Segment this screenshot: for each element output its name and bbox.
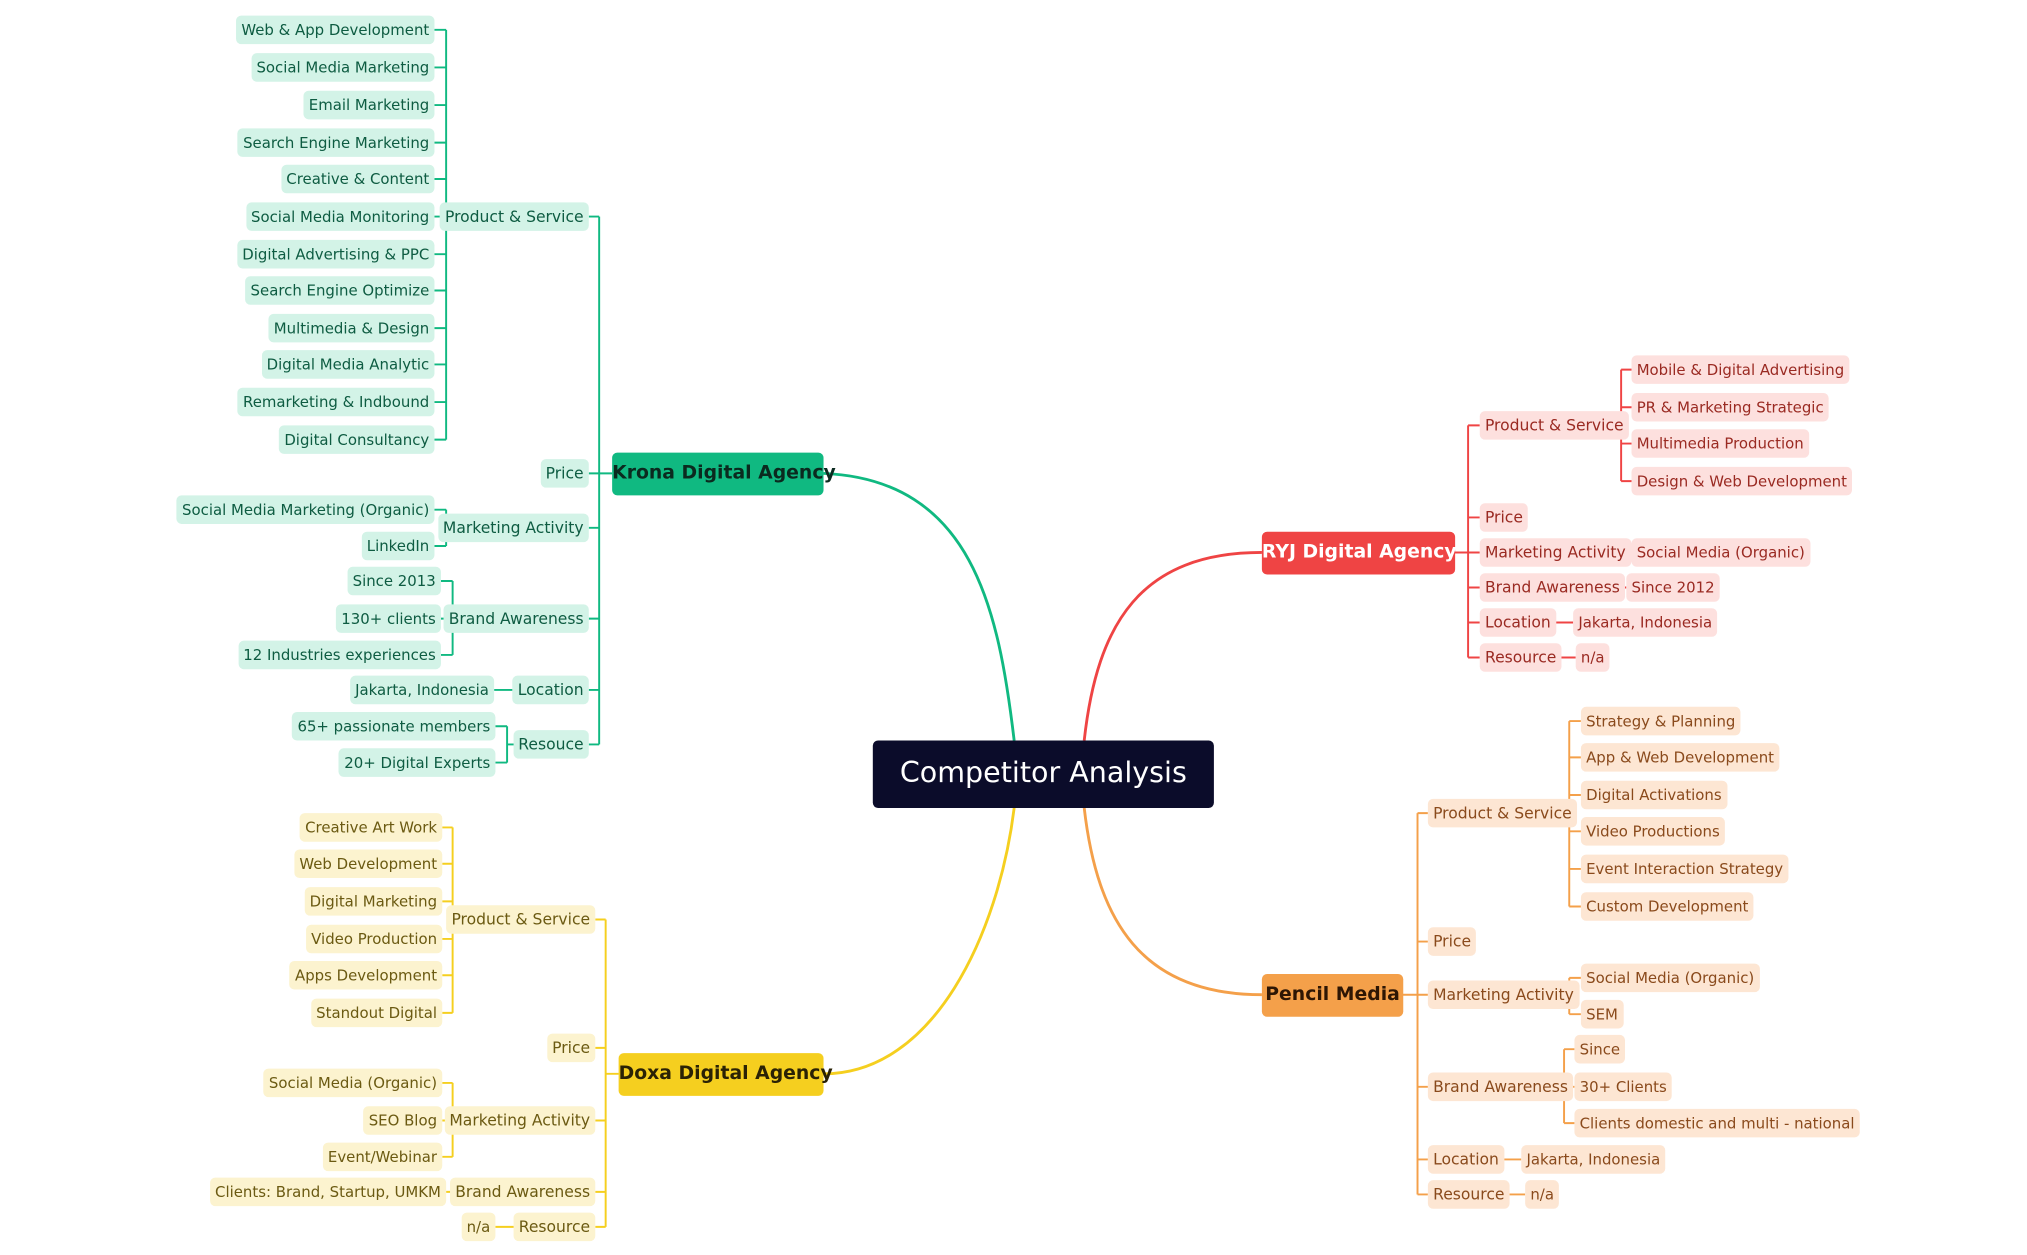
ryj-node[interactable]: RYJ Digital Agency (1261, 531, 1457, 575)
doxa-marketing-item-1[interactable]: Social Media (Organic) (263, 1068, 443, 1098)
krona-edges (434, 28, 613, 764)
doxa-resource-item-1[interactable]: n/a (461, 1212, 496, 1242)
pencil-price[interactable]: Price (1427, 927, 1477, 956)
pencil-resource[interactable]: Resource (1427, 1180, 1510, 1209)
ryj-location-item-1[interactable]: Jakarta, Indonesia (1573, 608, 1718, 637)
krona-product-service[interactable]: Product & Service (439, 202, 589, 231)
ryj-marketing-item-1[interactable]: Social Media (Organic) (1631, 538, 1811, 567)
doxa-brand-item-1[interactable]: Clients: Brand, Startup, UMKM (209, 1177, 447, 1207)
pencil-location[interactable]: Location (1427, 1145, 1505, 1174)
ryj-ps-item-4[interactable]: Design & Web Development (1631, 466, 1853, 496)
pencil-ps-item-4[interactable]: Video Productions (1580, 817, 1725, 846)
krona-ps-item-5[interactable]: Creative & Content (281, 164, 435, 194)
krona-resource[interactable]: Resouce (513, 730, 589, 759)
krona-brand-item-1[interactable]: Since 2013 (347, 566, 441, 596)
doxa-brand-awareness[interactable]: Brand Awareness (450, 1177, 596, 1207)
pencil-ps-item-6[interactable]: Custom Development (1580, 892, 1754, 921)
ryj-brand-awareness[interactable]: Brand Awareness (1479, 573, 1626, 602)
doxa-marketing-activity[interactable]: Marketing Activity (444, 1106, 596, 1135)
doxa-ps-item-2[interactable]: Web Development (294, 849, 443, 879)
krona-ps-item-9[interactable]: Multimedia & Design (268, 313, 435, 343)
doxa-ps-item-5[interactable]: Apps Development (289, 961, 443, 990)
ryj-location[interactable]: Location (1479, 608, 1556, 637)
doxa-ps-item-4[interactable]: Video Production (305, 924, 443, 954)
pencil-ps-item-5[interactable]: Event Interaction Strategy (1580, 854, 1789, 884)
krona-ps-item-7[interactable]: Digital Advertising & PPC (237, 239, 435, 269)
krona-ps-item-4[interactable]: Search Engine Marketing (237, 128, 435, 157)
krona-location-item-1[interactable]: Jakarta, Indonesia (349, 675, 495, 705)
krona-resource-item-2[interactable]: 20+ Digital Experts (339, 748, 496, 777)
edge-root-krona (823, 471, 1016, 741)
pencil-edges (1261, 720, 1581, 1196)
pencil-brand-item-2[interactable]: 30+ Clients (1574, 1072, 1672, 1102)
pencil-brand-awareness[interactable]: Brand Awareness (1427, 1072, 1574, 1102)
ryj-marketing-activity[interactable]: Marketing Activity (1479, 538, 1631, 567)
krona-ps-item-8[interactable]: Search Engine Optimize (245, 276, 435, 305)
ryj-ps-item-3[interactable]: Multimedia Production (1631, 429, 1809, 458)
ryj-ps-item-2[interactable]: PR & Marketing Strategic (1631, 392, 1829, 422)
krona-ps-item-12[interactable]: Digital Consultancy (279, 425, 435, 454)
pencil-marketing-activity[interactable]: Marketing Activity (1427, 980, 1579, 1009)
krona-ps-item-1[interactable]: Web & App Development (236, 15, 435, 45)
ryj-resource[interactable]: Resource (1479, 643, 1562, 672)
ryj-ps-item-1[interactable]: Mobile & Digital Advertising (1631, 355, 1850, 384)
krona-resource-item-1[interactable]: 65+ passionate members (292, 711, 496, 741)
doxa-ps-item-3[interactable]: Digital Marketing (304, 887, 443, 916)
krona-ps-item-3[interactable]: Email Marketing (303, 90, 435, 120)
doxa-node[interactable]: Doxa Digital Agency (618, 1053, 833, 1096)
krona-node[interactable]: Krona Digital Agency (612, 452, 836, 496)
pencil-node[interactable]: Pencil Media (1261, 973, 1404, 1017)
pencil-resource-item-1[interactable]: n/a (1525, 1180, 1560, 1209)
krona-brand-item-2[interactable]: 130+ clients (336, 604, 441, 633)
ryj-resource-item-1[interactable]: n/a (1575, 643, 1610, 672)
krona-ps-item-11[interactable]: Remarketing & Indbound (237, 387, 435, 417)
ryj-product-service[interactable]: Product & Service (1479, 411, 1629, 440)
krona-brand-awareness[interactable]: Brand Awareness (443, 604, 589, 633)
doxa-ps-item-6[interactable]: Standout Digital (310, 998, 443, 1028)
ryj-brand-item-1[interactable]: Since 2012 (1626, 573, 1720, 602)
pencil-brand-item-3[interactable]: Clients domestic and multi - national (1574, 1108, 1860, 1138)
pencil-marketing-item-2[interactable]: SEM (1580, 999, 1624, 1029)
krona-marketing-item-2[interactable]: LinkedIn (361, 531, 435, 561)
edge-root-pencil (1082, 807, 1262, 997)
krona-price[interactable]: Price (540, 459, 589, 488)
pencil-ps-item-1[interactable]: Strategy & Planning (1580, 706, 1741, 736)
krona-ps-item-10[interactable]: Digital Media Analytic (261, 350, 435, 379)
ryj-price[interactable]: Price (1479, 503, 1529, 532)
krona-location[interactable]: Location (512, 675, 589, 705)
doxa-marketing-item-2[interactable]: SEO Blog (363, 1106, 443, 1135)
pencil-brand-item-1[interactable]: Since (1574, 1034, 1626, 1064)
doxa-ps-item-1[interactable]: Creative Art Work (299, 813, 443, 842)
doxa-price[interactable]: Price (546, 1033, 596, 1063)
edge-root-doxa (823, 807, 1016, 1076)
root-node[interactable]: Competitor Analysis (872, 740, 1214, 808)
doxa-product-service[interactable]: Product & Service (446, 905, 596, 934)
pencil-marketing-item-1[interactable]: Social Media (Organic) (1580, 963, 1760, 993)
doxa-resource[interactable]: Resource (513, 1212, 596, 1242)
krona-ps-item-6[interactable]: Social Media Monitoring (245, 202, 435, 231)
pencil-ps-item-3[interactable]: Digital Activations (1580, 780, 1727, 810)
krona-marketing-item-1[interactable]: Social Media Marketing (Organic) (176, 495, 435, 524)
doxa-marketing-item-3[interactable]: Event/Webinar (322, 1142, 443, 1172)
pencil-product-service[interactable]: Product & Service (1427, 798, 1577, 828)
pencil-location-item-1[interactable]: Jakarta, Indonesia (1521, 1145, 1666, 1174)
pencil-ps-item-2[interactable]: App & Web Development (1580, 743, 1780, 772)
krona-ps-item-2[interactable]: Social Media Marketing (251, 53, 435, 82)
krona-marketing-activity[interactable]: Marketing Activity (437, 513, 589, 543)
krona-brand-item-3[interactable]: 12 Industries experiences (238, 640, 441, 670)
edge-root-ryj (1082, 551, 1262, 741)
doxa-edges (442, 826, 619, 1228)
